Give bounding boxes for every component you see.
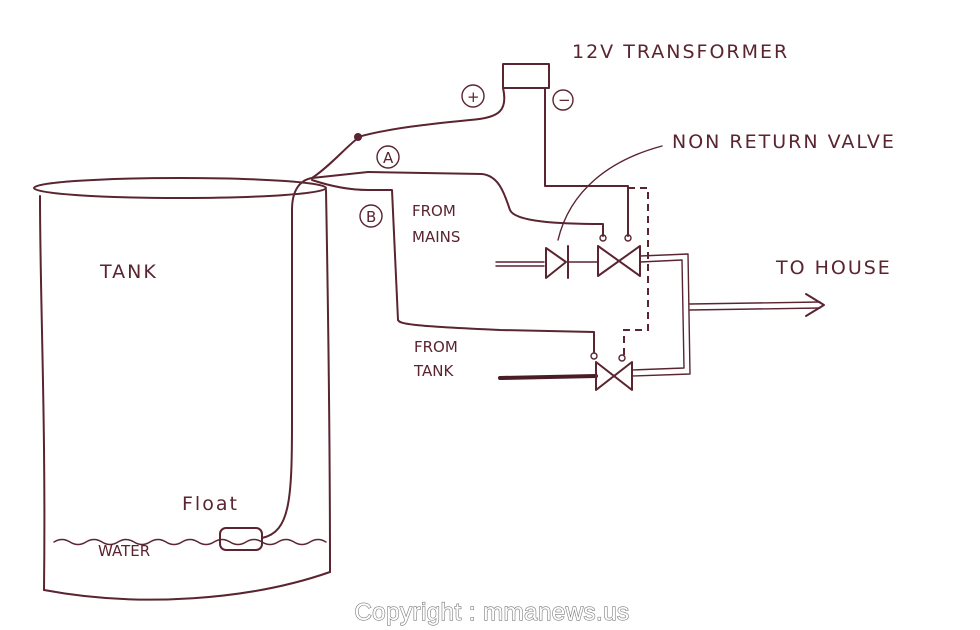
tank-valve-terminal-b bbox=[590, 352, 598, 360]
wire-b bbox=[367, 189, 595, 353]
float-switch-contacts bbox=[311, 133, 369, 191]
tank-label: TANK bbox=[99, 261, 158, 283]
to-house-label: TO HOUSE bbox=[775, 257, 892, 279]
tank: TANK WATER bbox=[33, 177, 331, 601]
non-return-valve bbox=[545, 245, 569, 279]
positive-wire bbox=[357, 87, 506, 138]
tank-solenoid-valve bbox=[590, 352, 633, 391]
negative-wire-mains-valve bbox=[544, 87, 629, 237]
water-line bbox=[53, 538, 327, 546]
wire-a bbox=[367, 171, 604, 237]
to-house-arrow bbox=[805, 293, 825, 317]
mains-solenoid-valve bbox=[597, 234, 641, 277]
transformer: 12V TRANSFORMER + − bbox=[461, 41, 789, 111]
negative-wire-tank-valve bbox=[623, 187, 649, 356]
minus-terminal-marker bbox=[552, 89, 574, 111]
tank-pipe bbox=[498, 374, 598, 380]
minus-terminal-label: − bbox=[558, 91, 571, 109]
from-mains-label-1: FROM bbox=[412, 202, 456, 220]
non-return-valve-pointer bbox=[557, 145, 663, 241]
mains-valve-body bbox=[597, 245, 641, 277]
mains-valve-terminal-a bbox=[599, 234, 607, 242]
float-label: Float bbox=[182, 493, 239, 515]
house-pipe-bottom bbox=[689, 307, 821, 311]
mains-line: FROM MAINS bbox=[412, 202, 641, 279]
terminal-a-marker bbox=[376, 145, 400, 169]
tank-valve-terminal-minus bbox=[618, 354, 626, 362]
transformer-label: 12V TRANSFORMER bbox=[572, 41, 789, 63]
house-pipe-top bbox=[689, 301, 821, 305]
plus-terminal-label: + bbox=[467, 88, 480, 106]
terminal-b: B bbox=[359, 204, 383, 228]
tank-bottom bbox=[43, 571, 331, 601]
terminal-a: A bbox=[376, 145, 400, 169]
common-wire bbox=[311, 137, 359, 179]
terminal-b-marker bbox=[359, 204, 383, 228]
tank-right-wall bbox=[325, 189, 331, 573]
tank-top-rim bbox=[33, 177, 327, 199]
float-switch: Float bbox=[182, 177, 313, 551]
terminal-b-label: B bbox=[366, 208, 376, 226]
from-tank-label-2: TANK bbox=[413, 362, 454, 380]
check-valve-triangle bbox=[545, 247, 567, 279]
manifold-outer bbox=[631, 253, 691, 377]
mains-valve-terminal-minus bbox=[624, 234, 632, 242]
transformer-box bbox=[502, 63, 550, 89]
tank-valve-body bbox=[595, 361, 633, 391]
tank-left-wall bbox=[39, 195, 46, 591]
outlet-manifold: TO HOUSE bbox=[631, 253, 892, 377]
from-mains-label-2: MAINS bbox=[412, 228, 460, 246]
from-tank-label-1: FROM bbox=[414, 338, 458, 356]
tank-line: FROM TANK bbox=[413, 338, 633, 391]
copyright-watermark: Copyright : mmanews.us bbox=[354, 599, 629, 626]
float-wire bbox=[261, 177, 313, 539]
plus-terminal-marker bbox=[461, 84, 485, 108]
terminal-a-label: A bbox=[383, 149, 394, 167]
contact-b-wire bbox=[311, 179, 369, 191]
water-label: WATER bbox=[98, 542, 150, 560]
non-return-valve-label: NON RETURN VALVE bbox=[672, 131, 896, 153]
contact-a-wire bbox=[311, 171, 369, 179]
manifold-inner bbox=[631, 259, 685, 371]
